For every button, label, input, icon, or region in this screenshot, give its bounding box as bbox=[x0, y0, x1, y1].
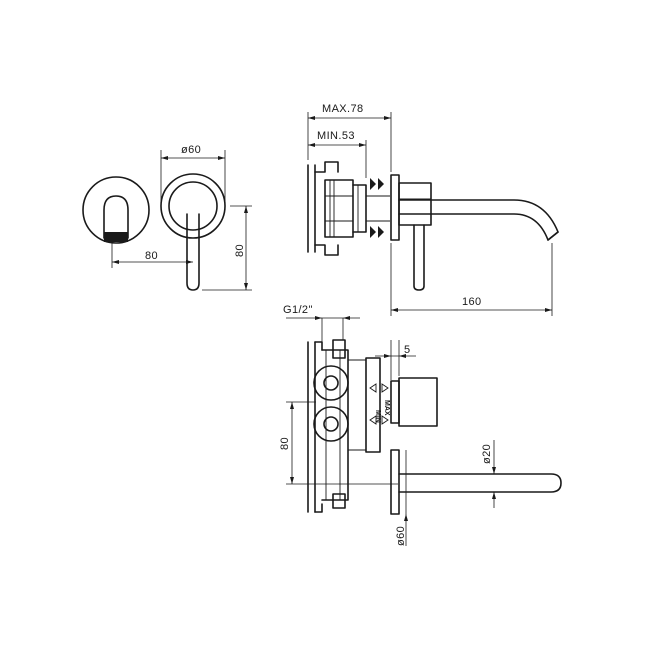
dim-lever-height: 80 bbox=[202, 205, 252, 291]
dim-inlet-spacing: 80 bbox=[279, 401, 398, 485]
dim-label-plate-diameter-bottom: ø60 bbox=[395, 526, 407, 546]
mixer-front-view bbox=[160, 173, 226, 291]
dim-label-max-depth: MAX.78 bbox=[322, 103, 364, 115]
mixer-plan-view: MIN MAX bbox=[307, 339, 562, 515]
min-max-markings: MIN MAX bbox=[369, 383, 390, 425]
dim-min-depth: MIN.53 bbox=[308, 130, 367, 178]
dim-label-min-depth: MIN.53 bbox=[317, 130, 355, 142]
dim-label-spout-diameter: ø20 bbox=[481, 444, 493, 464]
dim-label-plate-diameter-top: ø60 bbox=[181, 144, 201, 156]
dim-plate-diameter-top: ø60 bbox=[160, 144, 226, 206]
dim-thread: G1/2" bbox=[283, 304, 360, 342]
dim-label-spout-length-small: 80 bbox=[145, 250, 158, 262]
dim-label-thread: G1/2" bbox=[283, 304, 313, 316]
spout-front-view bbox=[82, 176, 150, 244]
max-marker-label: MAX bbox=[383, 400, 390, 416]
aerator-icon bbox=[104, 232, 128, 242]
dim-label-lever-offset: 5 bbox=[404, 344, 411, 356]
dim-label-spout-projection: 160 bbox=[462, 296, 482, 308]
dim-spout-projection: 160 bbox=[390, 243, 553, 316]
dim-label-inlet-spacing: 80 bbox=[279, 437, 291, 450]
dim-lever-offset: 5 bbox=[375, 340, 416, 380]
dim-max-depth: MAX.78 bbox=[307, 103, 392, 172]
dim-plate-diameter-bottom: ø60 bbox=[395, 450, 408, 546]
dim-spout-diameter: ø20 bbox=[481, 440, 496, 508]
mixer-side-view bbox=[307, 161, 559, 291]
dim-spout-length-small: 80 bbox=[111, 242, 193, 268]
dim-label-lever-height: 80 bbox=[234, 244, 246, 257]
min-marker-label: MIN bbox=[374, 410, 381, 423]
